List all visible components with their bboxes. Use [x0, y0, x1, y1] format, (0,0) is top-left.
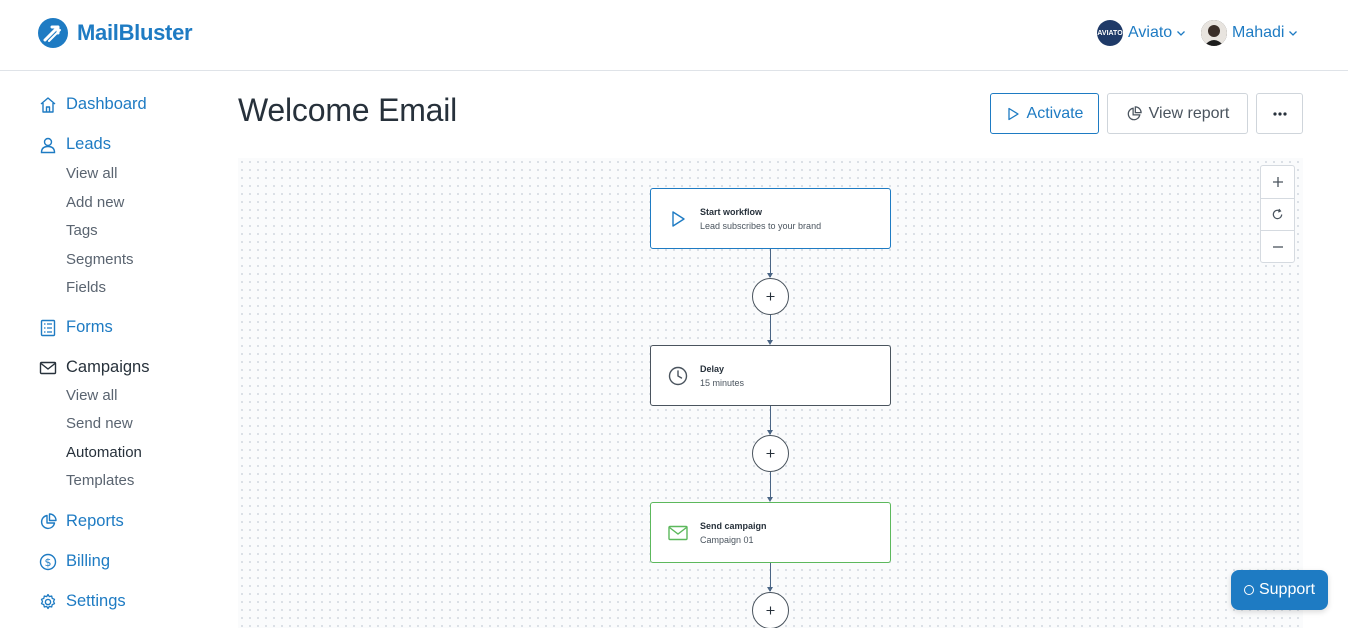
- app-logo[interactable]: MailBluster: [38, 18, 193, 48]
- zoom-out-button[interactable]: [1261, 230, 1294, 262]
- view-report-button[interactable]: View report: [1107, 93, 1248, 134]
- sidebar-item-label: Forms: [66, 318, 113, 336]
- plus-icon: [766, 292, 775, 301]
- clock-icon: [667, 365, 689, 387]
- sidebar-item-billing[interactable]: $ Billing: [38, 552, 110, 571]
- top-header: MailBluster AVIATO Aviato Mahadi: [0, 0, 1348, 71]
- node-subtitle: Lead subscribes to your brand: [700, 220, 822, 231]
- sidebar-item-dashboard[interactable]: Dashboard: [38, 95, 147, 114]
- node-title: Delay: [700, 363, 725, 374]
- gear-icon: [38, 592, 57, 611]
- connector-arrow: [767, 340, 773, 345]
- chevron-down-icon: [1177, 31, 1186, 36]
- sidebar-item-label: Leads: [66, 135, 111, 153]
- connector-arrow: [767, 273, 773, 278]
- more-options-button[interactable]: [1256, 93, 1303, 134]
- more-options-icon: [1272, 111, 1287, 116]
- sidebar-item-forms[interactable]: Forms: [38, 318, 113, 337]
- chevron-down-icon: [1289, 31, 1298, 36]
- dollar-icon: $: [38, 552, 57, 571]
- home-icon: [38, 95, 57, 114]
- support-icon: [1243, 585, 1254, 595]
- connector-line: [770, 472, 771, 500]
- support-label: Support: [1258, 581, 1316, 598]
- reset-zoom-button[interactable]: [1261, 198, 1294, 230]
- plus-icon: [766, 606, 775, 615]
- sidebar-subitem-fields[interactable]: Fields: [66, 279, 107, 296]
- node-title: Start workflow: [700, 206, 763, 217]
- user-photo-icon: [1201, 20, 1227, 46]
- brand-name: Aviato: [1128, 24, 1173, 41]
- sidebar-subitem-automation[interactable]: Automation: [66, 444, 142, 461]
- user-name: Mahadi: [1232, 24, 1285, 41]
- sidebar-subitem-segments[interactable]: Segments: [66, 251, 134, 268]
- form-icon: [38, 318, 57, 337]
- connector-line: [770, 249, 771, 277]
- pie-chart-icon: [1127, 105, 1142, 120]
- node-subtitle: Campaign 01: [700, 534, 754, 545]
- connector-line: [770, 563, 771, 591]
- page-title: Welcome Email: [238, 92, 458, 128]
- connector-arrow: [767, 497, 773, 502]
- add-step-button[interactable]: [752, 435, 789, 472]
- connector-line: [770, 406, 771, 434]
- mailbluster-logo-icon: [38, 18, 68, 48]
- sidebar-item-label: Reports: [66, 512, 124, 530]
- workflow-canvas[interactable]: Start workflow Lead subscribes to your b…: [238, 158, 1303, 628]
- view-report-label: View report: [1148, 104, 1230, 122]
- sidebar: Dashboard Leads View all Add new Tags Se…: [0, 71, 215, 628]
- sidebar-subitem-tags[interactable]: Tags: [66, 222, 98, 239]
- sidebar-item-leads[interactable]: Leads: [38, 135, 111, 154]
- connector-line: [770, 315, 771, 343]
- node-subtitle: 15 minutes: [700, 377, 745, 388]
- sidebar-subitem-templates[interactable]: Templates: [66, 472, 135, 489]
- sidebar-item-settings[interactable]: Settings: [38, 592, 126, 611]
- add-step-button[interactable]: [752, 278, 789, 315]
- activate-button[interactable]: Activate: [990, 93, 1099, 134]
- sidebar-subitem-leads-add-new[interactable]: Add new: [66, 194, 125, 211]
- support-button[interactable]: Support: [1231, 570, 1328, 610]
- connector-arrow: [767, 430, 773, 435]
- connector-arrow: [767, 587, 773, 592]
- user-icon: [38, 135, 57, 154]
- app-name: MailBluster: [77, 20, 193, 45]
- sidebar-item-campaigns[interactable]: Campaigns: [38, 358, 149, 377]
- workflow-node-delay[interactable]: Delay 15 minutes: [650, 345, 891, 406]
- minus-icon: [1272, 245, 1283, 248]
- sidebar-item-label: Dashboard: [66, 95, 147, 113]
- envelope-icon: [667, 522, 689, 544]
- user-avatar: [1201, 20, 1227, 46]
- workflow-node-send-campaign[interactable]: Send campaign Campaign 01: [650, 502, 891, 563]
- sidebar-item-label: Campaigns: [66, 358, 150, 376]
- play-icon: [667, 208, 689, 230]
- svg-text:$: $: [44, 556, 51, 569]
- sidebar-subitem-leads-view-all[interactable]: View all: [66, 165, 118, 182]
- activate-label: Activate: [1026, 104, 1084, 122]
- refresh-icon: [1272, 208, 1283, 220]
- brand-avatar: AVIATO: [1097, 20, 1123, 46]
- sidebar-item-label: Billing: [66, 552, 111, 570]
- brand-switcher[interactable]: AVIATO Aviato: [1097, 20, 1186, 46]
- plus-icon: [1272, 177, 1283, 187]
- zoom-controls: [1260, 165, 1295, 263]
- pie-chart-icon: [38, 512, 57, 531]
- play-icon: [1007, 107, 1019, 120]
- plus-icon: [766, 449, 775, 458]
- sidebar-subitem-send-new[interactable]: Send new: [66, 415, 133, 432]
- add-step-button[interactable]: [752, 592, 789, 628]
- zoom-in-button[interactable]: [1261, 166, 1294, 198]
- sidebar-item-reports[interactable]: Reports: [38, 512, 124, 531]
- sidebar-item-label: Settings: [66, 592, 126, 610]
- sidebar-subitem-campaigns-view-all[interactable]: View all: [66, 387, 118, 404]
- workflow-node-start[interactable]: Start workflow Lead subscribes to your b…: [650, 188, 891, 249]
- user-menu[interactable]: Mahadi: [1201, 20, 1298, 46]
- envelope-icon: [38, 358, 57, 377]
- node-title: Send campaign: [700, 520, 767, 531]
